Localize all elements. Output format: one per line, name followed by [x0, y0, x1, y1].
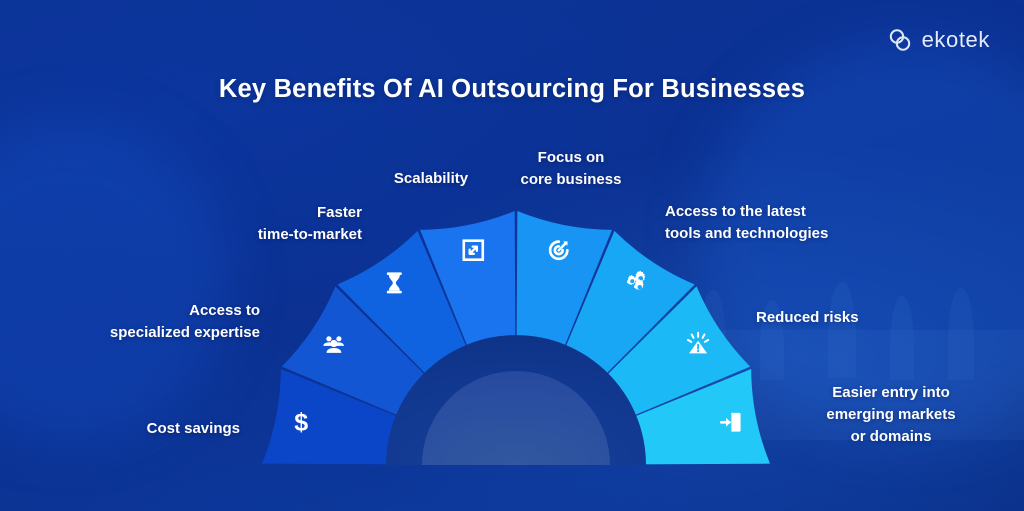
page-title: Key Benefits Of AI Outsourcing For Busin… [218, 75, 806, 103]
ekotek-interlocking-circles-logo-icon [889, 29, 910, 51]
label-scalability: Scalability [393, 170, 469, 187]
label-faster-time-to-market: Faster time-to-market [257, 204, 362, 243]
background-silhouette-3 [828, 282, 856, 378]
background-silhouette-5 [948, 288, 974, 380]
enter-door-icon [719, 412, 741, 432]
background-glow-right [700, 40, 1024, 440]
gears-icon [626, 270, 646, 291]
label-latest-tools: Access to the latest tools and technolog… [665, 203, 829, 242]
fan-icon-group: $ [294, 239, 741, 436]
hourglass-icon [386, 272, 402, 294]
expand-arrows-icon [462, 239, 485, 262]
hub-inner-disc [422, 371, 610, 465]
svg-text:$: $ [294, 408, 308, 436]
brand-logo[interactable]: ekotek [887, 27, 990, 53]
label-focus-core-business: Focus on core business [520, 149, 622, 188]
users-group-icon [323, 336, 344, 353]
risk-warning-icon [686, 331, 710, 354]
label-reduced-risks: Reduced risks [756, 309, 859, 326]
background-silhouette-2 [760, 300, 784, 380]
dollar-sign-icon: $ [294, 408, 308, 436]
fan-center-hub [386, 335, 646, 465]
brand-logo-text: ekotek [921, 27, 990, 52]
background-silhouette-4 [890, 296, 914, 380]
label-specialized-expertise: Access to specialized expertise [109, 302, 260, 341]
label-emerging-markets: Easier entry into emerging markets or do… [826, 384, 956, 445]
label-cost-savings: Cost savings [146, 420, 240, 437]
